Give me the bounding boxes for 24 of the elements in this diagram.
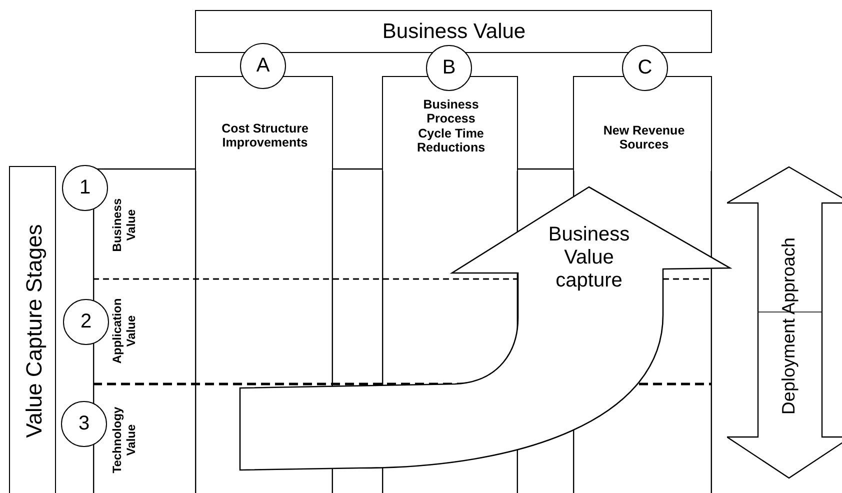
circle-label: 3	[77, 412, 91, 436]
circle-label: 1	[78, 176, 92, 200]
side-band	[9, 166, 56, 493]
circle-label: B	[441, 56, 457, 80]
column-box	[573, 76, 712, 171]
circle-label: 2	[79, 310, 93, 334]
column-heading: Business Process Cycle Time Reductions	[416, 97, 486, 155]
column-box	[195, 76, 333, 171]
circle-label: C	[636, 56, 654, 80]
arrow-label: Deployment Approach	[778, 236, 800, 417]
band-title: Value Capture Stages	[21, 223, 47, 440]
stage-label: Application Value	[111, 297, 139, 366]
header-box	[195, 10, 712, 53]
header-title: Business Value	[381, 20, 527, 44]
stage-label: Technology Value	[111, 406, 139, 476]
stage-label: Business Value	[111, 197, 139, 254]
letter-circle	[61, 401, 107, 447]
letter-circle	[63, 299, 109, 345]
circle-label: A	[255, 54, 271, 78]
column-box	[382, 76, 518, 171]
column-heading: Cost Structure Improvements	[220, 122, 310, 150]
letter-circle	[62, 165, 108, 211]
arrow-label: Business Value capture	[547, 224, 631, 292]
column-heading: New Revenue Sources	[602, 124, 686, 152]
